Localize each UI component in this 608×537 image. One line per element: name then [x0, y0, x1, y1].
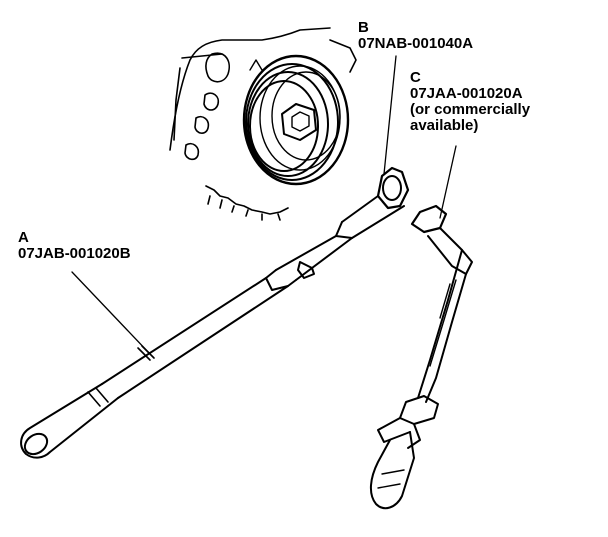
- callout-c-part-number: 07JAA-001020A: [410, 85, 523, 102]
- callout-c-note-line1: (or commercially: [410, 101, 531, 118]
- callout-a-letter: A: [18, 229, 29, 246]
- callout-b-part-number: 07NAB-001040A: [358, 35, 474, 52]
- leader-line-b: [383, 55, 397, 175]
- leader-lines: [71, 55, 457, 355]
- breaker-bar-tool: [370, 204, 473, 510]
- handle-grip: [20, 383, 119, 459]
- handle-bar-tool: [20, 235, 353, 459]
- pulley-holder-tool: [335, 166, 410, 239]
- callout-b: B 07NAB-001040A: [358, 20, 473, 52]
- callout-c-letter: C: [410, 69, 421, 86]
- handle-pin: [297, 261, 315, 279]
- leader-line-a: [71, 271, 151, 355]
- callout-a-part-number: 07JAB-001020B: [18, 245, 131, 262]
- engine-block: [169, 27, 357, 221]
- callout-c-note-line2: available): [410, 117, 479, 134]
- leader-line-c: [439, 145, 457, 219]
- breaker-bar-grip: [370, 431, 415, 510]
- pulley-bolt: [281, 103, 317, 141]
- callout-c: C 07JAA-001020A (or commercially availab…: [410, 70, 530, 134]
- callout-a: A 07JAB-001020B: [18, 230, 131, 262]
- callout-b-letter: B: [358, 19, 369, 36]
- crankshaft-pulley: [242, 54, 350, 186]
- breaker-bar-collar: [399, 395, 439, 425]
